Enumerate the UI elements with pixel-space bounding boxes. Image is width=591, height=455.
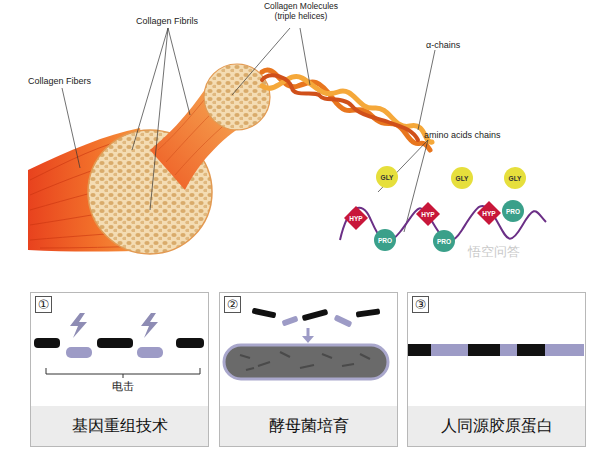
callout-number: ③ bbox=[412, 296, 429, 313]
amino-acid: PRO bbox=[502, 200, 524, 222]
amino-label: PRO bbox=[374, 229, 396, 251]
amino-acid: HYP bbox=[416, 202, 440, 226]
triple-helix bbox=[262, 70, 432, 150]
part-label: amino acids chains bbox=[424, 130, 524, 140]
part-label: Collagen Fibers bbox=[28, 76, 118, 86]
amino-label: GLY bbox=[376, 166, 398, 188]
collagen-strand-art bbox=[408, 344, 584, 356]
step-caption: 人同源胶原蛋白 bbox=[408, 406, 585, 446]
part-label: Collagen Molecules (triple helices) bbox=[258, 2, 344, 22]
amino-acid: PRO bbox=[433, 230, 455, 252]
amino-acid: PRO bbox=[374, 229, 396, 251]
callout-number: ① bbox=[35, 296, 52, 313]
yeast-art bbox=[224, 308, 388, 379]
step-panel: ① 基因重组技术 bbox=[30, 292, 209, 447]
amino-label: GLY bbox=[451, 167, 473, 189]
amino-acid: GLY bbox=[504, 167, 526, 189]
part-label: α-chains bbox=[426, 40, 486, 50]
collagen-fibril bbox=[150, 64, 270, 190]
part-label: Collagen Fibrils bbox=[136, 16, 226, 26]
amino-acid: GLY bbox=[451, 167, 473, 189]
step-panel: ③ 人同源胶原蛋白 bbox=[407, 292, 586, 447]
amino-label: PRO bbox=[502, 200, 524, 222]
amino-acid: HYP bbox=[344, 206, 368, 230]
amino-label: HYP bbox=[416, 202, 440, 226]
leader-lines bbox=[62, 28, 435, 232]
step-caption: 酵母菌培育 bbox=[220, 406, 397, 446]
watermark: 悟空问答 bbox=[468, 243, 548, 261]
recombination-art bbox=[34, 313, 204, 378]
amino-label: HYP bbox=[344, 206, 368, 230]
part-label: 电击 bbox=[103, 379, 143, 394]
amino-label: HYP bbox=[477, 201, 501, 225]
amino-acid: HYP bbox=[477, 201, 501, 225]
amino-acid: GLY bbox=[376, 166, 398, 188]
amino-label: GLY bbox=[504, 167, 526, 189]
callout-number: ② bbox=[224, 296, 241, 313]
step-panel: ② 酵母菌培育 bbox=[219, 292, 398, 447]
step-caption: 基因重组技术 bbox=[31, 406, 208, 446]
amino-label: PRO bbox=[433, 230, 455, 252]
